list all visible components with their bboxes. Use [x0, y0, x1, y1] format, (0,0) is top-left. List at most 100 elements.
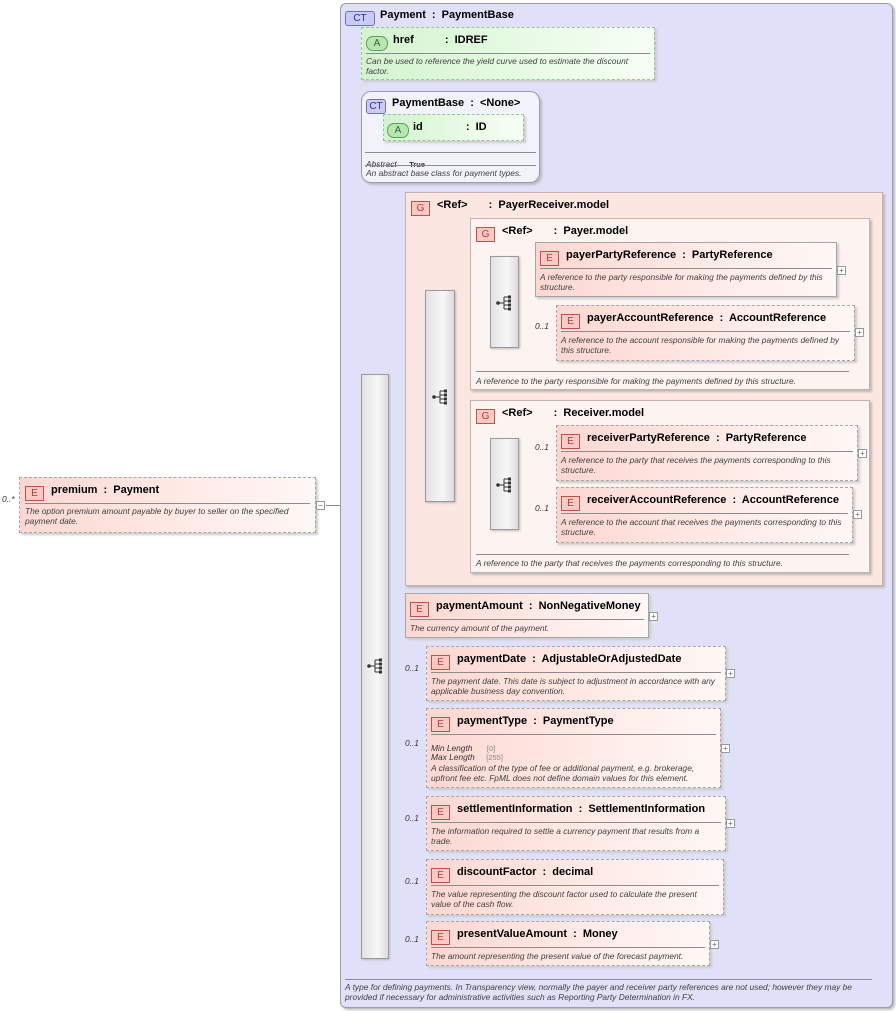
element-badge: E — [561, 311, 580, 329]
element-type: Payment — [113, 484, 160, 496]
element-name: paymentAmount — [436, 600, 523, 612]
multiplicity-label: 0..1 — [405, 663, 419, 673]
element-name: paymentType — [457, 715, 528, 727]
complex-type-name: PaymentBase — [392, 97, 465, 109]
divider — [431, 947, 705, 948]
paymentdate-element[interactable]: E paymentDate : AdjustableOrAdjustedDate… — [426, 646, 726, 701]
paymenttype-element[interactable]: E paymentType : PaymentType Min Length [… — [426, 708, 721, 788]
complex-type-doc: An abstract base class for payment types… — [366, 168, 522, 178]
facet-value: [255] — [486, 753, 503, 762]
divider — [561, 331, 850, 332]
type-separator: : — [533, 715, 537, 727]
expand-plus-icon[interactable]: + — [726, 669, 735, 678]
type-separator: : — [578, 803, 583, 815]
type-separator: : — [528, 600, 533, 612]
divider — [345, 979, 872, 980]
element-badge: E — [410, 599, 429, 617]
expand-plus-icon[interactable]: + — [855, 328, 864, 337]
expand-plus-icon[interactable]: + — [649, 612, 658, 621]
element-type: NonNegativeMoney — [538, 600, 641, 612]
id-attribute[interactable]: A id : ID — [383, 114, 524, 141]
collapse-minus-icon[interactable]: − — [316, 501, 325, 510]
settlementinformation-element[interactable]: E settlementInformation : SettlementInfo… — [426, 796, 726, 851]
element-name: paymentDate — [457, 653, 527, 665]
attribute-name: href — [393, 34, 414, 46]
multiplicity-label: 0..1 — [405, 934, 419, 944]
type-separator: : — [553, 407, 558, 419]
expand-plus-icon[interactable]: + — [853, 510, 862, 519]
type-separator: : — [732, 494, 737, 506]
type-separator: : — [488, 199, 493, 211]
expand-plus-icon[interactable]: + — [710, 940, 719, 949]
element-name: payerPartyReference — [566, 249, 677, 261]
attribute-badge: A — [387, 120, 409, 138]
receiveraccountreference-element[interactable]: E receiverAccountReference : AccountRefe… — [556, 487, 853, 543]
element-name: presentValueAmount — [457, 928, 568, 940]
discountfactor-element[interactable]: E discountFactor : decimal The value rep… — [426, 859, 724, 915]
receiver-sequence[interactable] — [490, 438, 519, 530]
group-badge: G — [476, 224, 495, 242]
expand-plus-icon[interactable]: + — [721, 744, 730, 753]
group-badge: G — [411, 198, 430, 216]
element-type: AccountReference — [728, 312, 827, 324]
divider — [561, 513, 848, 514]
group-name: PayerReceiver.model — [498, 199, 610, 211]
type-separator: : — [470, 97, 474, 109]
divider — [431, 822, 721, 823]
payerpartyreference-element[interactable]: E payerPartyReference : PartyReference A… — [535, 242, 837, 297]
attribute-type: ID — [475, 121, 487, 133]
multiplicity-label: 0..1 — [405, 876, 419, 886]
facet-label: Min Length — [431, 743, 473, 753]
element-type: Money — [582, 928, 618, 940]
multiplicity-label: 0..1 — [535, 503, 549, 513]
complex-type-badge: CT — [366, 96, 386, 114]
type-separator: : — [542, 866, 547, 878]
attribute-type: IDREF — [454, 34, 488, 46]
element-doc: A reference to the account responsible f… — [561, 335, 840, 355]
element-badge: E — [431, 865, 450, 883]
divider — [431, 672, 721, 673]
href-attribute[interactable]: A href : IDREF Can be used to reference … — [361, 27, 655, 80]
group-name: Receiver.model — [563, 407, 645, 419]
abstract-value: True — [409, 160, 426, 169]
divider — [561, 451, 853, 452]
element-badge: E — [540, 248, 559, 266]
root-multiplicity: 0..* — [2, 494, 15, 504]
expand-plus-icon[interactable]: + — [837, 266, 846, 275]
element-type: AccountReference — [741, 494, 839, 506]
type-separator: : — [719, 312, 724, 324]
element-badge: E — [431, 927, 450, 945]
sequence-compositor-icon — [496, 295, 511, 311]
main-sequence[interactable] — [361, 374, 389, 959]
type-separator: : — [444, 34, 449, 46]
complex-type-doc: A type for defining payments. In Transpa… — [345, 982, 852, 1002]
group-doc: A reference to the party that receives t… — [476, 558, 783, 568]
expand-plus-icon[interactable]: + — [726, 819, 735, 828]
type-separator: : — [532, 653, 536, 665]
payerreceiver-sequence[interactable] — [425, 290, 455, 502]
group-badge: G — [476, 406, 495, 424]
expand-plus-icon[interactable]: + — [858, 449, 867, 458]
element-type: decimal — [552, 866, 594, 878]
payeraccountreference-element[interactable]: E payerAccountReference : AccountReferen… — [556, 305, 855, 361]
element-badge: E — [431, 652, 450, 670]
divider — [410, 619, 644, 620]
complex-type-badge: CT — [345, 8, 375, 26]
divider — [366, 53, 650, 54]
element-type: PaymentType — [542, 715, 614, 727]
type-separator: : — [715, 432, 720, 444]
type-separator: : — [103, 484, 108, 496]
facet-value: [0] — [486, 744, 496, 753]
divider — [476, 371, 849, 372]
paymentamount-element[interactable]: E paymentAmount : NonNegativeMoney The c… — [405, 593, 649, 638]
presentvalueamount-element[interactable]: E presentValueAmount : Money The amount … — [426, 921, 710, 966]
divider — [431, 734, 716, 735]
multiplicity-label: 0..1 — [535, 321, 549, 331]
receiverpartyreference-element[interactable]: E receiverPartyReference : PartyReferenc… — [556, 425, 858, 481]
multiplicity-label: 0..1 — [405, 813, 419, 823]
divider — [540, 268, 832, 269]
premium-element[interactable]: E premium : Payment The option premium a… — [19, 477, 316, 533]
complex-type-base: <None> — [479, 97, 521, 109]
payer-sequence[interactable] — [490, 256, 519, 348]
element-name: receiverAccountReference — [587, 494, 727, 506]
